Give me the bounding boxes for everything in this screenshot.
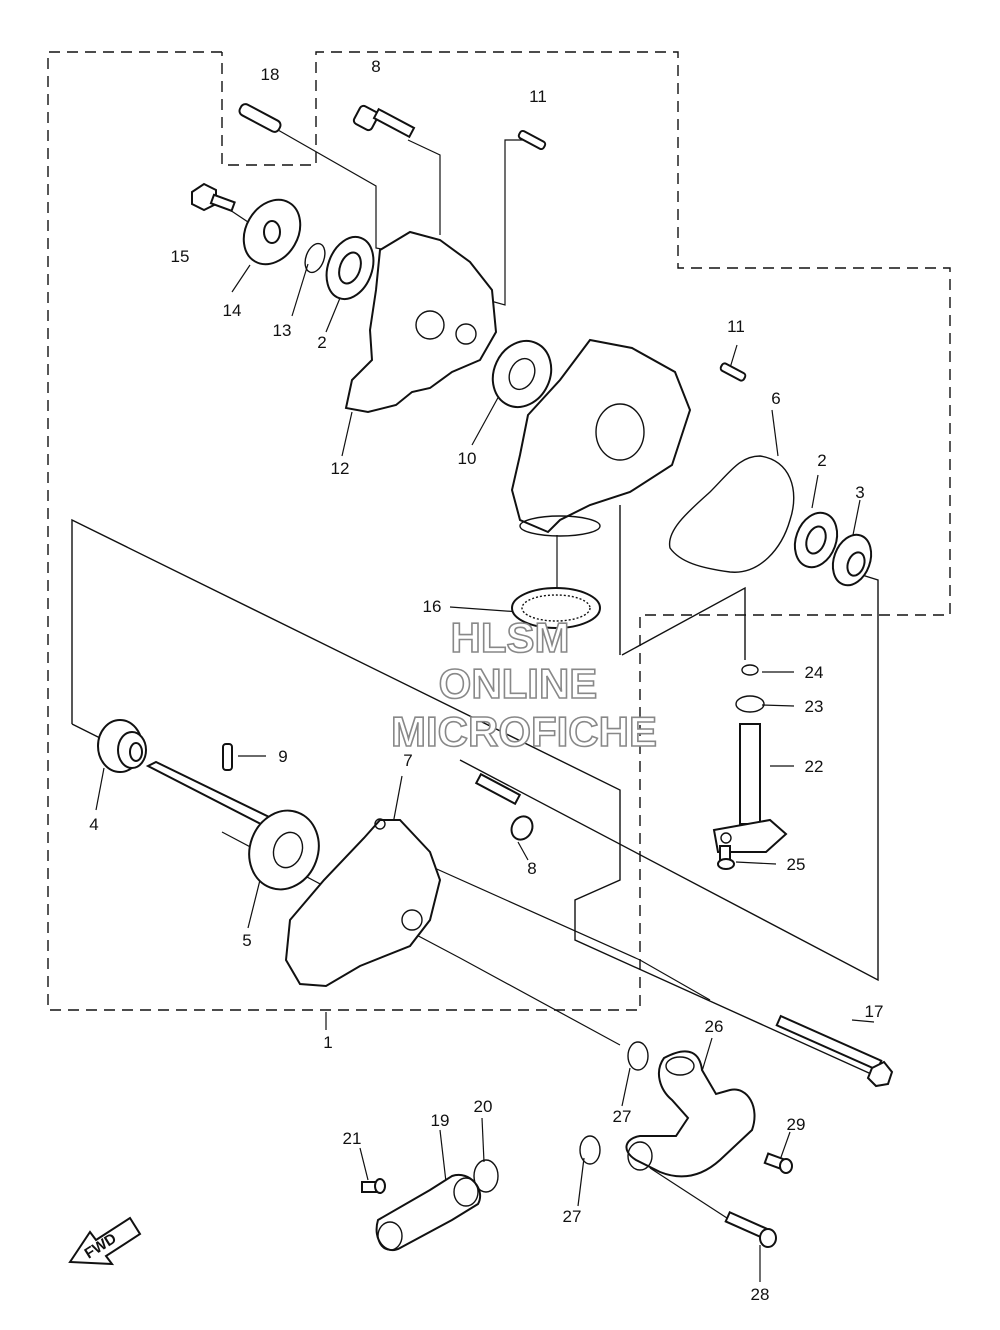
callout-18: 18 <box>261 65 280 84</box>
callout-15: 15 <box>171 247 190 266</box>
gasket-6 <box>668 455 795 573</box>
callout-10: 10 <box>458 449 477 468</box>
oring-27-b <box>579 1135 601 1165</box>
bolt-17 <box>775 1014 894 1088</box>
dowel-pin-11-lower <box>719 362 747 382</box>
bolt-28 <box>724 1210 777 1248</box>
pipe-26 <box>625 1050 756 1178</box>
watermark: HLSM ONLINE MICROFICHE <box>390 613 658 756</box>
callout-7: 7 <box>403 751 412 770</box>
callout-1: 1 <box>323 1033 332 1052</box>
circlip-13 <box>304 242 326 274</box>
oring-27-a <box>627 1041 649 1071</box>
pump-cover <box>510 338 692 537</box>
callout-14: 14 <box>223 301 242 320</box>
watermark-line2: ONLINE <box>439 660 598 707</box>
leader-lines <box>95 129 875 1282</box>
callout-27-upper: 27 <box>613 1107 632 1126</box>
bolt-8-lower <box>474 772 534 841</box>
callout-11-lower: 11 <box>727 317 745 336</box>
callout-5: 5 <box>242 931 251 950</box>
callout-22: 22 <box>805 757 824 776</box>
callout-25: 25 <box>787 855 806 874</box>
bolt-25 <box>717 845 735 870</box>
rotor-10 <box>491 339 553 409</box>
oring-23 <box>735 695 765 713</box>
pump-body-7 <box>284 818 442 988</box>
callout-28: 28 <box>751 1285 770 1304</box>
callout-27-lower: 27 <box>563 1207 582 1226</box>
callout-2-upper: 2 <box>317 333 326 352</box>
shaft-impeller-5 <box>145 760 320 891</box>
callout-3: 3 <box>855 483 864 502</box>
callout-13: 13 <box>273 321 292 340</box>
callout-23: 23 <box>805 697 824 716</box>
watermark-line1: HLSM <box>451 614 570 661</box>
callout-4: 4 <box>89 815 98 834</box>
reference-outlines <box>71 505 881 1079</box>
callout-8-upper: 8 <box>371 57 380 76</box>
callout-26: 26 <box>705 1017 724 1036</box>
oring-24 <box>741 664 759 676</box>
bolt-15 <box>191 182 236 213</box>
pump-housing-12 <box>344 230 498 414</box>
bolt-29 <box>763 1152 793 1174</box>
bolt-8-upper <box>352 104 416 139</box>
callout-29: 29 <box>787 1115 806 1134</box>
gear-14 <box>242 198 302 266</box>
shaft-22 <box>712 723 788 853</box>
watermark-line3: MICROFICHE <box>391 708 657 755</box>
callout-20: 20 <box>474 1097 493 1116</box>
assembly-boundaries <box>47 51 951 1011</box>
callout-labels: 18 8 11 15 14 13 2 12 10 11 6 2 3 16 24 … <box>89 57 883 1304</box>
oring-20 <box>473 1159 499 1193</box>
strainer-16 <box>511 587 601 629</box>
callout-24: 24 <box>805 663 824 682</box>
callout-11-upper: 11 <box>529 87 547 106</box>
seal-3 <box>831 533 873 587</box>
fwd-arrow-icon <box>68 1216 142 1266</box>
callout-6: 6 <box>771 389 780 408</box>
callout-9: 9 <box>278 747 287 766</box>
callout-21: 21 <box>343 1129 362 1148</box>
bolt-21 <box>361 1178 386 1194</box>
dowel-pin-11-upper <box>517 129 547 151</box>
dowel-pin-18 <box>238 103 282 133</box>
callout-8-lower: 8 <box>527 859 536 878</box>
bearing-2-upper <box>325 236 375 300</box>
seal-4 <box>97 719 147 773</box>
bearing-2-lower <box>793 511 839 569</box>
fwd-arrow: FWD <box>68 1216 142 1266</box>
callout-17: 17 <box>865 1002 884 1021</box>
joint-19 <box>375 1173 481 1251</box>
callout-19: 19 <box>431 1111 450 1130</box>
callout-2-lower: 2 <box>817 451 826 470</box>
callout-16: 16 <box>423 597 442 616</box>
pin-9 <box>222 743 233 771</box>
callout-12: 12 <box>331 459 350 478</box>
